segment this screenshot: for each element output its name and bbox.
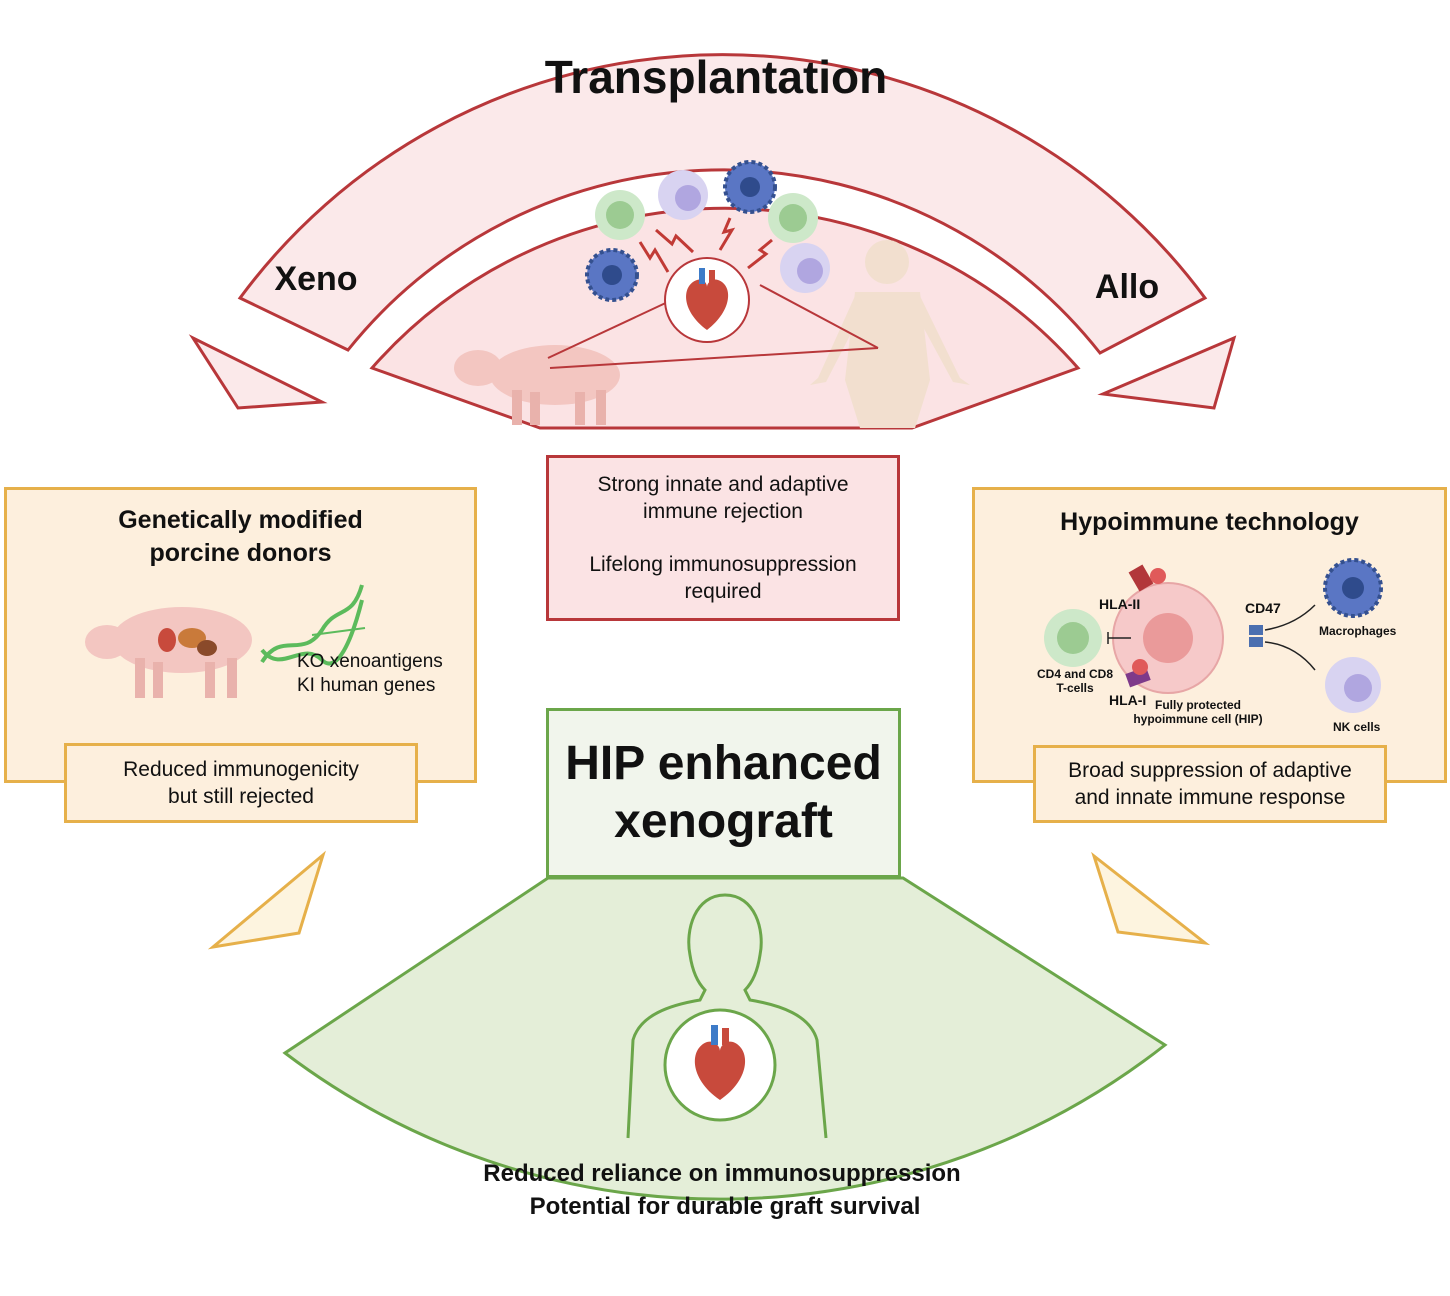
ko-label: KO xenoantigens [297, 651, 443, 672]
xeno-arrowhead [188, 334, 328, 410]
rejection-line-4: required [684, 580, 762, 603]
rejection-box: Strong innate and adaptive immune reject… [546, 455, 900, 621]
ki-label: KI human genes [297, 675, 436, 696]
nk-cell-icon [780, 243, 830, 293]
heart-human-line [759, 284, 879, 349]
inhibit-line [1264, 641, 1316, 671]
t-cell-icon [595, 190, 645, 240]
gm-title-line-1: Genetically modified [118, 506, 363, 534]
attack-bolt-icon [747, 238, 773, 270]
macrophages-label: Macrophages [1319, 624, 1397, 638]
tcells-label-line-1: CD4 and CD8 [1036, 667, 1113, 681]
gm-panel-title: Genetically modified porcine donors [7, 504, 474, 570]
macrophage-icon [723, 160, 777, 214]
macrophage-nucleus [1342, 577, 1364, 599]
hip-cell-label: Fully protected hypoimmune cell (HIP) [1123, 698, 1273, 726]
gm-arrowhead [207, 850, 326, 950]
tcells-label-line-2: T-cells [1056, 681, 1094, 695]
hip-box-line-1: HIP enhanced [565, 737, 882, 790]
rejection-line-3: Lifelong immunosuppression [589, 553, 857, 576]
pig-illustration [454, 345, 620, 425]
t-cell-icon [768, 193, 818, 243]
xeno-label: Xeno [274, 260, 357, 298]
blocked-icon [1150, 568, 1166, 584]
cd47-icon [1249, 637, 1263, 647]
nk-cell-icon [658, 170, 708, 220]
human-outline-icon [626, 893, 828, 1139]
hypoimmune-caption: Broad suppression of adaptive and innate… [1033, 745, 1387, 823]
hip-cell-label-line-1: Fully protected [1154, 698, 1241, 712]
dna-icon [260, 584, 366, 666]
rejection-line-1: Strong innate and adaptive [597, 473, 849, 496]
cd47-label: CD47 [1245, 600, 1281, 616]
hypoimmune-panel: Hypoimmune technology HLA-II HLA-I CD47 … [972, 487, 1447, 783]
heart-icon [694, 1025, 746, 1100]
hypoimmune-art [1044, 558, 1383, 713]
tcells-label: CD4 and CD8 T-cells [1035, 667, 1115, 695]
pig-human-line [549, 347, 879, 369]
gm-porcine-panel: Genetically modified porcine donors KO x… [4, 487, 477, 783]
hip-arrowhead [1091, 851, 1211, 946]
allo-arrowhead [1097, 335, 1237, 410]
gm-caption-line-2: but still rejected [168, 785, 314, 808]
allo-label: Allo [1095, 268, 1159, 306]
attack-bolt-icon [638, 241, 670, 273]
hypoimmune-title: Hypoimmune technology [1060, 508, 1359, 536]
inhibit-line [1264, 604, 1316, 631]
heart-icon [686, 268, 729, 330]
hypoimmune-caption-line-2: and innate immune response [1074, 786, 1346, 809]
nk-cell-nucleus [1344, 674, 1372, 702]
hla1-label: HLA-I [1109, 692, 1147, 708]
pig-icon [85, 607, 252, 698]
human-illustration [810, 240, 970, 428]
hla2-label: HLA-II [1099, 596, 1141, 612]
nk-cells-label: NK cells [1333, 720, 1381, 734]
t-cell-nucleus [1057, 622, 1089, 654]
scissors-icon [311, 627, 366, 636]
hip-xenograft-box: HIP enhanced xenograft [546, 708, 901, 878]
hypoimmune-caption-line-1: Broad suppression of adaptive [1068, 759, 1352, 782]
gm-title-line-2: porcine donors [149, 539, 332, 567]
hip-cell-nucleus [1143, 613, 1193, 663]
bottom-line-1: Reduced reliance on immunosuppression [483, 1160, 960, 1187]
transplantation-arc [237, 53, 1208, 355]
transplantation-title: Transplantation [545, 51, 887, 103]
gm-panel-art [85, 584, 366, 698]
attack-bolt-icon [718, 217, 736, 251]
cd47-icon [1249, 625, 1263, 635]
hip-box-line-2: xenograft [614, 795, 833, 848]
blocked-icon [1132, 659, 1148, 675]
hip-cell-label-line-2: hypoimmune cell (HIP) [1133, 712, 1263, 726]
gm-caption-line-1: Reduced immunogenicity [123, 758, 359, 781]
bottom-line-2: Potential for durable graft survival [530, 1193, 921, 1220]
gm-panel-caption: Reduced immunogenicity but still rejecte… [64, 743, 418, 823]
pig-heart-line-1 [547, 299, 673, 359]
hla2-icon [1128, 564, 1154, 592]
rejection-line-2: immune rejection [643, 500, 803, 523]
macrophage-icon [585, 248, 639, 302]
attack-bolt-icon [655, 228, 695, 254]
